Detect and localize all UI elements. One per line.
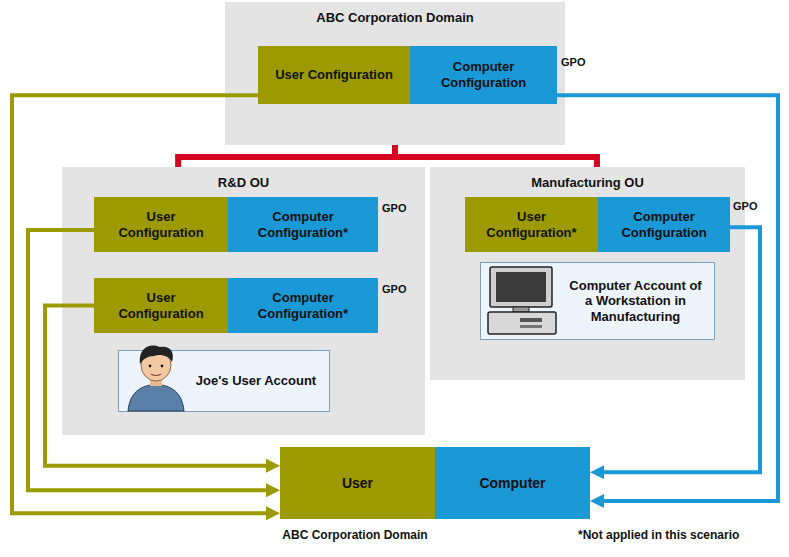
note-text: *Not applied in this scenario bbox=[578, 528, 739, 542]
box-label: Computer Configuration* bbox=[238, 209, 368, 240]
computer-icon bbox=[488, 267, 556, 334]
panel-title: Manufacturing OU bbox=[430, 175, 745, 191]
panel-title: R&D OU bbox=[62, 175, 425, 191]
box-label: Computer Configuration bbox=[608, 209, 720, 240]
note-text: ABC Corporation Domain bbox=[282, 528, 427, 542]
box-label: Computer Configuration bbox=[420, 59, 547, 90]
box-label: Computer bbox=[479, 475, 545, 492]
computer-config-box: Computer Configuration* bbox=[228, 278, 378, 333]
box-label: User Configuration* bbox=[475, 209, 588, 240]
container-panel: Manufacturing OU User Configuration* Compu… bbox=[430, 167, 745, 380]
gpo-tag: GPO bbox=[733, 200, 757, 212]
computer-config-box: Computer Configuration bbox=[410, 46, 557, 104]
box-label: User Configuration bbox=[275, 67, 393, 83]
gpo-tag: GPO bbox=[561, 56, 585, 68]
hierarchy-line bbox=[395, 145, 597, 167]
box-label: User Configuration bbox=[104, 209, 218, 240]
user-config-box: User Configuration bbox=[94, 197, 228, 252]
hierarchy-line bbox=[178, 145, 395, 167]
computer-config-box: Computer bbox=[435, 447, 590, 519]
box-label: Joe's User Account bbox=[196, 373, 316, 389]
gpo-tag: GPO bbox=[382, 202, 406, 214]
box-label: User bbox=[342, 475, 373, 492]
user-config-box: User Configuration bbox=[258, 46, 410, 104]
box-label: Computer Configuration* bbox=[238, 290, 368, 321]
gpo-tag: GPO bbox=[382, 283, 406, 295]
container-panel: ABC Corporation DomainUser Configuration… bbox=[225, 2, 565, 145]
box-label: Computer Account of a Workstation in Man… bbox=[565, 278, 706, 325]
panel-title: ABC Corporation Domain bbox=[225, 10, 565, 26]
container-panel: R&D OUUser ConfigurationComputer Configu… bbox=[62, 167, 425, 435]
box-label: User Configuration bbox=[104, 290, 218, 321]
computer-config-box: Computer Configuration* bbox=[228, 197, 378, 252]
user-config-box: User Configuration bbox=[94, 278, 228, 333]
user-config-box: User Configuration* bbox=[465, 197, 598, 252]
user-config-box: User bbox=[280, 447, 435, 519]
computer-config-box: Computer Configuration bbox=[598, 197, 730, 252]
